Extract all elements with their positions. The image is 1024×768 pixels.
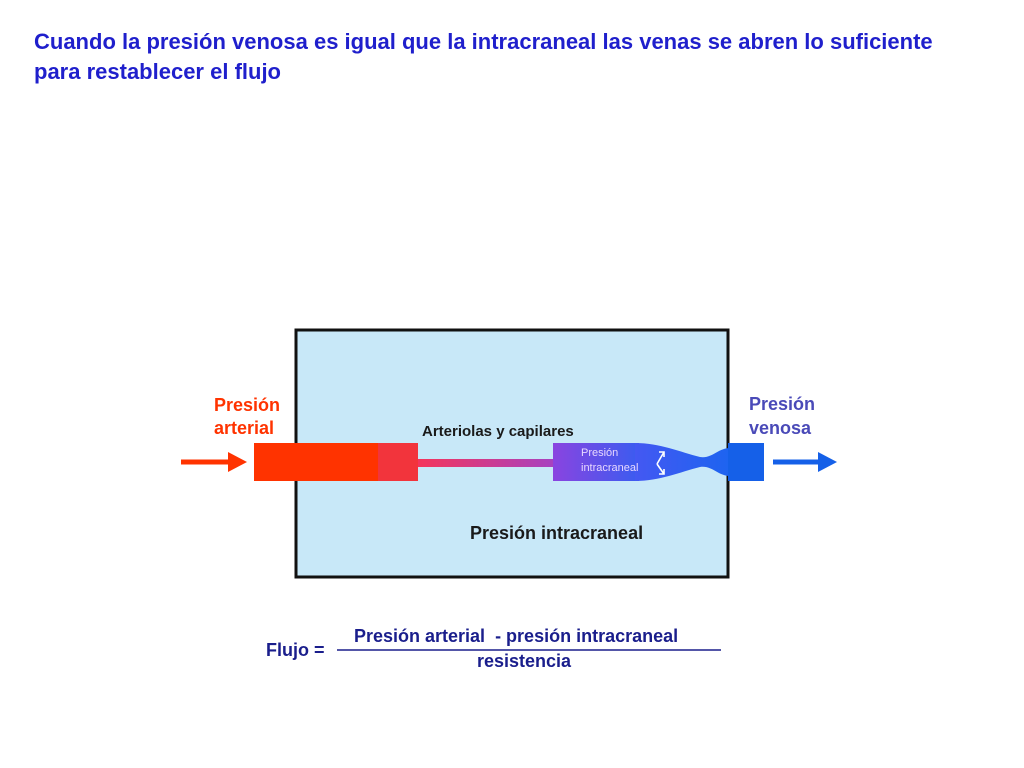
venule-segment — [553, 443, 639, 481]
venous-pressure-label: Presión venosa — [749, 392, 815, 440]
arterial-pressure-label: Presión arterial — [214, 394, 280, 440]
intracranial-pressure-arrows — [656, 451, 665, 475]
title-line-1: Cuando la presión venosa es igual que la… — [34, 29, 933, 54]
arterioles-label: Arteriolas y capilares — [422, 423, 574, 440]
inner-label-line-2: intracraneal — [581, 462, 639, 474]
box-intracranial-pressure-label: Presión intracraneal — [470, 523, 644, 543]
formula-lhs: Flujo = — [266, 640, 325, 660]
arterial-label-line-2: arterial — [214, 418, 275, 438]
arterial-vessel — [254, 443, 394, 481]
venous-vessel — [728, 443, 764, 481]
capillary-tube — [418, 459, 558, 467]
arteriole-segment — [378, 443, 418, 481]
formula-numerator: Presión arterial - presión intracraneal — [354, 626, 679, 646]
arterial-inflow-arrow — [181, 452, 247, 472]
formula-denominator: resistencia — [477, 651, 572, 671]
arterial-label-line-1: Presión — [214, 395, 281, 415]
inner-label-line-1: Presión — [581, 447, 619, 459]
slide-title: Cuando la presión venosa es igual que la… — [34, 27, 994, 87]
venous-label-line-2: venosa — [749, 418, 812, 438]
venous-outflow-arrow — [773, 452, 837, 472]
inner-intracranial-pressure-label: Presión intracraneal — [581, 446, 638, 476]
venous-label-line-1: Presión — [749, 394, 816, 414]
title-line-2: para restablecer el flujo — [34, 59, 281, 84]
vein-collapse-zone — [635, 443, 730, 481]
